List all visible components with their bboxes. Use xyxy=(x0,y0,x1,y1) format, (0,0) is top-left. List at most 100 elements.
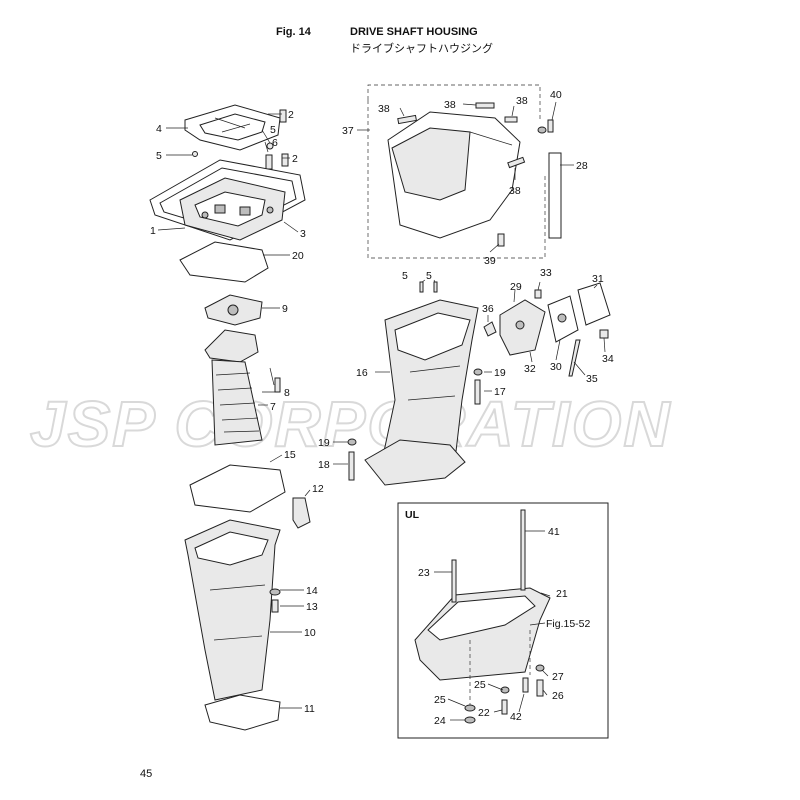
figure-title: DRIVE SHAFT HOUSING xyxy=(350,26,478,38)
callout-31: 31 xyxy=(592,273,604,285)
part-4-cover-plate xyxy=(184,104,281,151)
part-13-bolt xyxy=(271,599,279,613)
callout-28: 28 xyxy=(576,160,588,172)
callout-22: 22 xyxy=(478,707,490,719)
part-1-upper-mount xyxy=(179,177,286,241)
callout-40: 40 xyxy=(550,89,562,101)
part-19-washer-upper xyxy=(473,368,483,376)
callout-2: 2 xyxy=(288,109,294,121)
page-number: 45 xyxy=(140,768,153,780)
callout-34: 34 xyxy=(602,353,614,365)
part-22-bolt xyxy=(501,699,508,715)
part-7-exhaust-guide xyxy=(204,329,263,446)
part-42-bolt xyxy=(522,677,529,693)
callout-25: 25 xyxy=(474,679,486,691)
callout-20: 20 xyxy=(292,250,304,262)
callout-5: 5 xyxy=(156,150,162,162)
part-33-screw xyxy=(534,289,542,299)
callout-17: 17 xyxy=(494,386,506,398)
callout-5: 5 xyxy=(426,270,432,282)
part-31-cover xyxy=(577,282,611,326)
callout-36: 36 xyxy=(482,303,494,315)
callout-30: 30 xyxy=(550,361,562,373)
part-24-nut xyxy=(464,716,476,724)
figure-number: Fig. 14 xyxy=(276,26,311,38)
callout-18: 18 xyxy=(318,459,330,471)
part-41-stud xyxy=(520,509,526,591)
part-14-washer xyxy=(269,588,281,596)
part-18-stud xyxy=(348,451,355,481)
callout-13: 13 xyxy=(306,601,318,613)
callout-38: 38 xyxy=(516,95,528,107)
callout-35: 35 xyxy=(586,373,598,385)
parts-5-pins-center xyxy=(419,281,438,293)
callout-21: 21 xyxy=(556,588,568,600)
part-30-plate xyxy=(547,295,579,343)
callout-37: 37 xyxy=(342,125,354,137)
part-23-stud xyxy=(451,559,457,603)
part-25-washer xyxy=(464,704,476,712)
callout-10: 10 xyxy=(304,627,316,639)
leader-lines xyxy=(157,101,606,721)
part-25-washer-b xyxy=(500,686,510,694)
callout-7: 7 xyxy=(270,401,276,413)
callout-38: 38 xyxy=(444,99,456,111)
part-19-washer-lower xyxy=(347,438,357,446)
group-37-boundary xyxy=(367,100,546,259)
part-37-apron xyxy=(387,111,521,239)
callout-24: 24 xyxy=(434,715,446,727)
part-35-rod xyxy=(568,339,581,377)
callout-5: 5 xyxy=(402,270,408,282)
part-10-muffler xyxy=(184,519,281,701)
part-28-tube xyxy=(548,152,562,239)
callout-15: 15 xyxy=(284,449,296,461)
callout-3: 3 xyxy=(300,228,306,240)
callout-42: 42 xyxy=(510,711,522,723)
callout-12: 12 xyxy=(312,483,324,495)
part-20-gasket xyxy=(179,241,269,283)
callout-27: 27 xyxy=(552,671,564,683)
callout-26: 26 xyxy=(552,690,564,702)
part-16-drive-shaft-housing xyxy=(364,299,479,486)
callout-8: 8 xyxy=(284,387,290,399)
part-12-clip xyxy=(292,497,311,529)
callout-39: 39 xyxy=(484,255,496,267)
callout-19: 19 xyxy=(494,367,506,379)
callout-25: 25 xyxy=(434,694,446,706)
callout-32: 32 xyxy=(524,363,536,375)
part-36-cap xyxy=(483,321,497,337)
inset-reference: Fig.15-52 xyxy=(546,618,591,630)
callout-4: 4 xyxy=(156,123,162,135)
part-27-washer xyxy=(535,664,545,672)
callout-29: 29 xyxy=(510,281,522,293)
callout-9: 9 xyxy=(282,303,288,315)
callout-11: 11 xyxy=(304,703,315,715)
callout-23: 23 xyxy=(418,567,430,579)
part-34-screw xyxy=(599,329,609,339)
part-15-gasket xyxy=(189,464,286,513)
callout-numbers: 4 2 5 5 6 2 1 3 20 9 8 7 15 12 14 13 10 … xyxy=(150,89,614,727)
callout-14: 14 xyxy=(306,585,318,597)
part-21-ul-extension xyxy=(414,587,551,681)
part-11-gasket xyxy=(204,694,281,731)
inset-ul-label: UL xyxy=(405,509,420,521)
part-29-bracket xyxy=(499,299,546,356)
figure-subtitle: ドライブシャフトハウジング xyxy=(350,42,493,55)
part-17-stud xyxy=(474,379,481,405)
callout-6: 6 xyxy=(272,137,278,149)
callout-38: 38 xyxy=(378,103,390,115)
callout-5: 5 xyxy=(270,124,276,136)
part-39-bolt xyxy=(497,233,505,247)
callout-1: 1 xyxy=(150,225,156,237)
callout-41: 41 xyxy=(548,526,560,538)
part-40-bolt xyxy=(537,119,554,134)
part-9-plate xyxy=(204,294,263,326)
callout-19: 19 xyxy=(318,437,330,449)
callout-33: 33 xyxy=(540,267,552,279)
callout-2: 2 xyxy=(292,153,298,165)
watermark: JSP CORPORATION xyxy=(30,388,672,460)
callout-38: 38 xyxy=(509,185,521,197)
part-8-bolt xyxy=(274,377,281,393)
parts-38-pads xyxy=(397,102,526,169)
